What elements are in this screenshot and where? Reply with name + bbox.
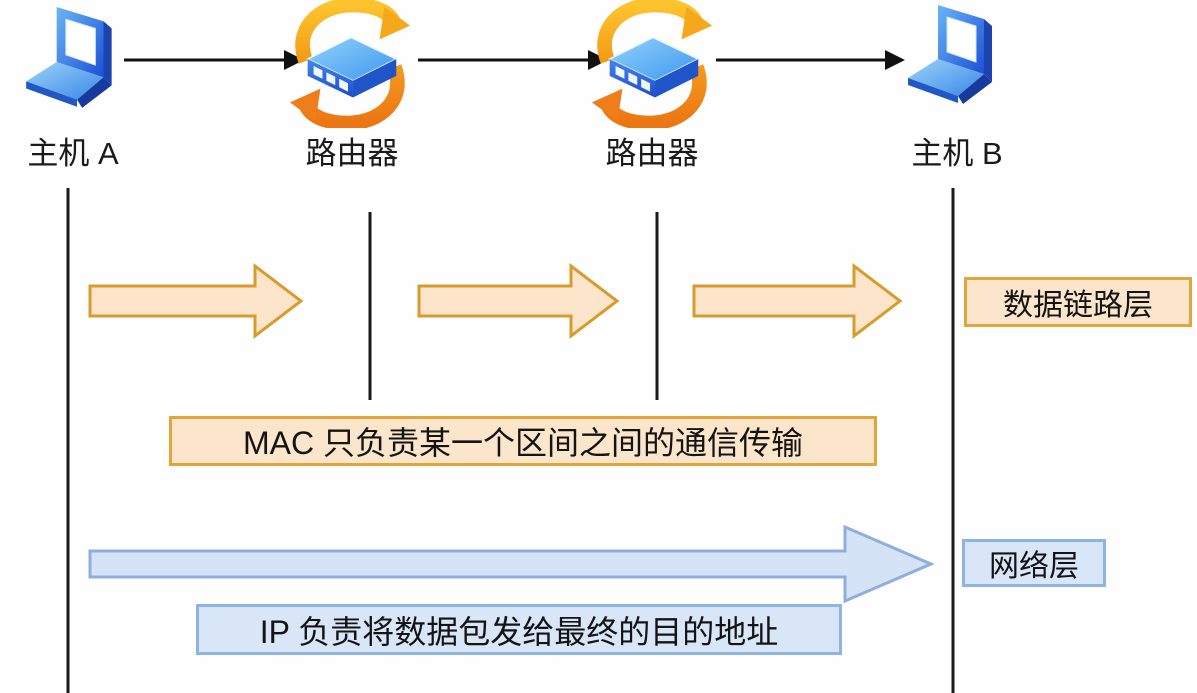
router-1-label: 路由器 xyxy=(305,136,399,171)
mac-scope-note: MAC 只负责某一个区间之间的通信传输 xyxy=(169,416,877,466)
router-2-label: 路由器 xyxy=(605,136,699,171)
laptop-icon xyxy=(907,4,993,105)
host-a-label: 主机 A xyxy=(27,136,119,171)
router-cycle-icon xyxy=(588,0,716,128)
host-b-label: 主机 B xyxy=(911,136,1003,171)
datalink-layer-tag: 数据链路层 xyxy=(964,277,1192,327)
link-arrow-a-to-router1 xyxy=(124,50,304,70)
ip-destination-note: IP 负责将数据包发给最终的目的地址 xyxy=(196,604,842,655)
link-arrow-router2-to-b xyxy=(716,50,905,70)
datalink-hop-arrow-3 xyxy=(692,262,903,340)
laptop-icon xyxy=(25,6,113,109)
datalink-hop-arrow-1 xyxy=(88,262,304,340)
router-cycle-icon xyxy=(286,0,414,128)
link-arrow-router1-to-router2 xyxy=(418,50,608,70)
datalink-hop-arrow-2 xyxy=(417,262,620,340)
network-layer-tag: 网络层 xyxy=(962,539,1106,587)
network-flow-arrow xyxy=(88,524,935,604)
